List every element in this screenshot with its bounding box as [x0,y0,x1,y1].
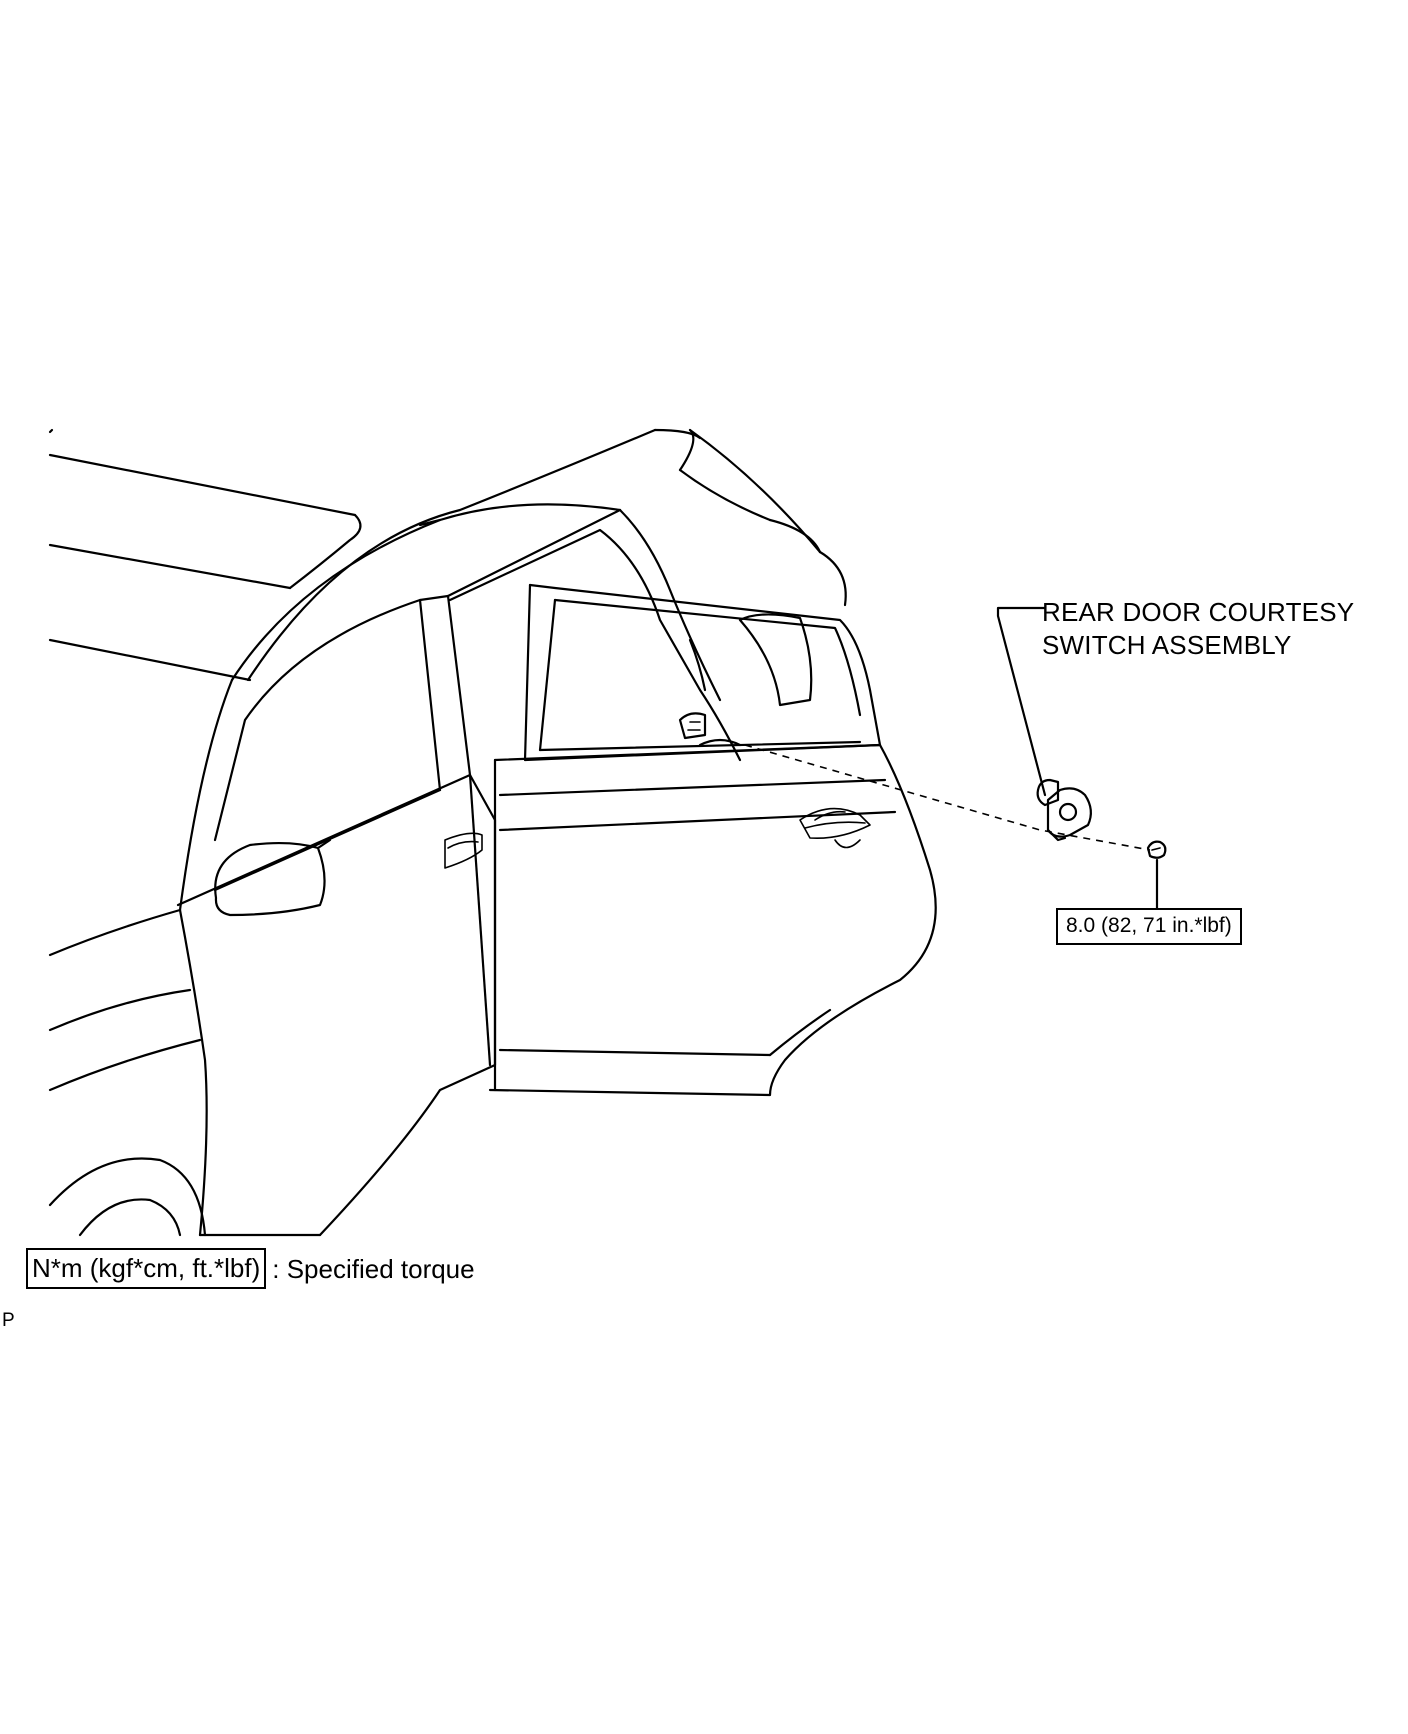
torque-legend-description: : Specified torque [272,1253,475,1284]
torque-unit-box: N*m (kgf*cm, ft.*lbf) [26,1248,267,1289]
bolt-icon [1146,840,1167,859]
part-label-line2: SWITCH ASSEMBLY [1042,630,1292,660]
torque-spec-box: 8.0 (82, 71 in.*lbf) [1056,908,1242,945]
car-body [48,428,937,1237]
corner-mark: P [2,1310,15,1331]
courtesy-switch-icon [1036,778,1092,842]
torque-legend: N*m (kgf*cm, ft.*lbf) : Specified torque [26,1248,475,1289]
part-label: REAR DOOR COURTESY SWITCH ASSEMBLY [1042,596,1354,662]
installation-guide-line [744,744,1151,851]
switch-leader-line [996,606,1047,797]
part-label-line1: REAR DOOR COURTESY [1042,597,1355,627]
